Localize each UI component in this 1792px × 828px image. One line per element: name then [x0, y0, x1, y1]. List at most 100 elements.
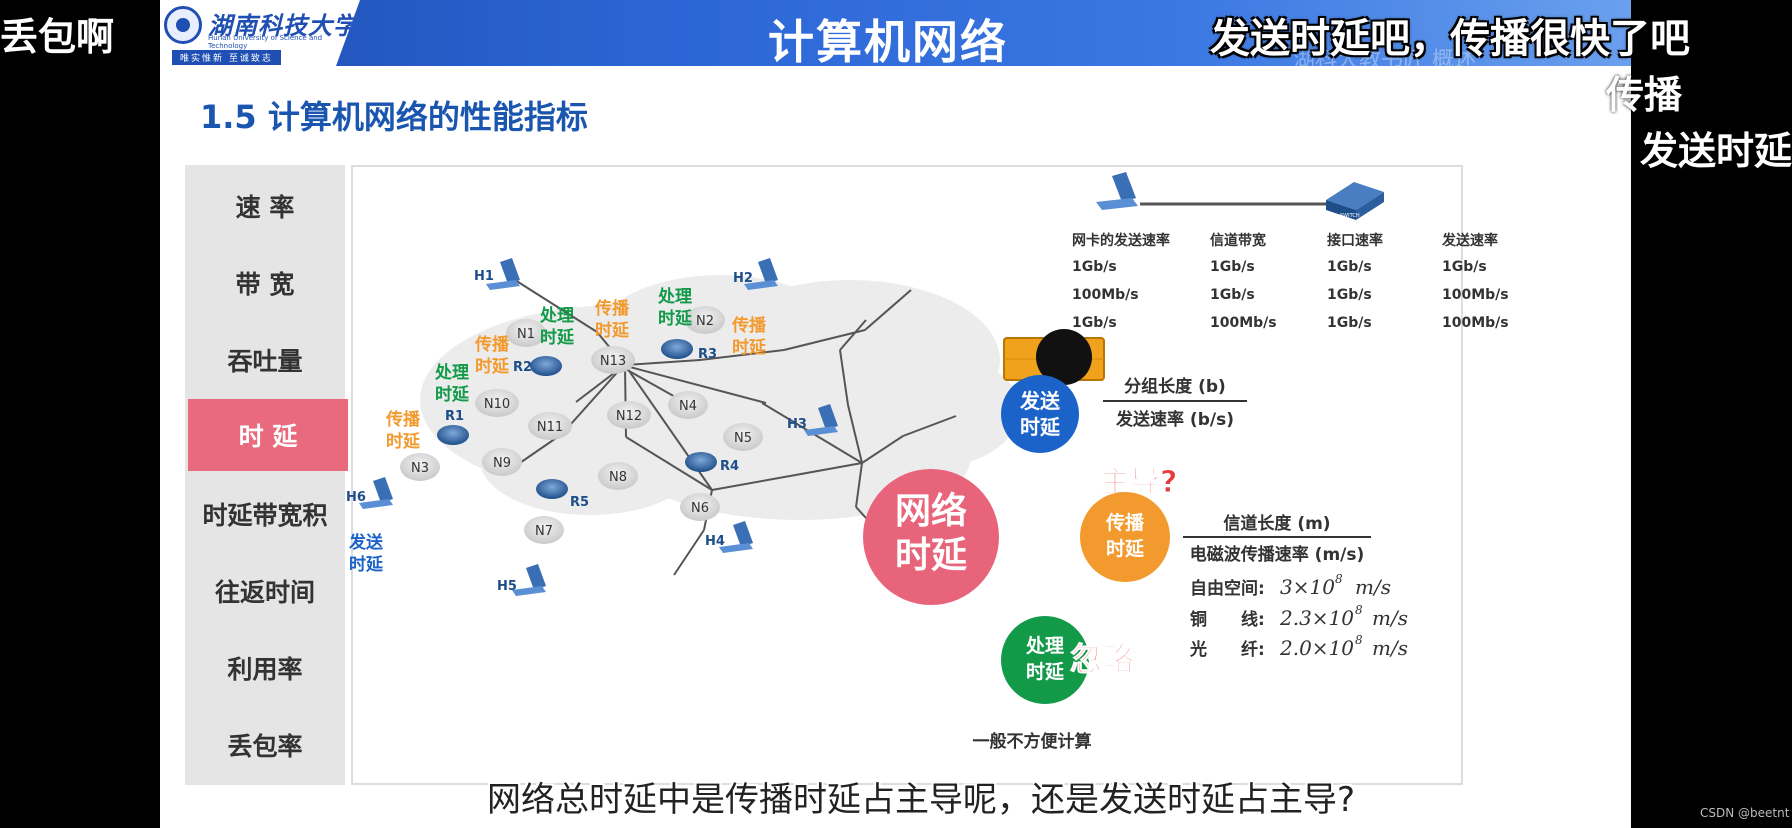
routers: R1 R2 R3 R4 R5	[437, 339, 739, 510]
ignore-label: 忽略	[1070, 640, 1135, 678]
host-h5-icon: H5	[497, 564, 546, 596]
propagation-delay-label: 传播时延	[1105, 512, 1144, 560]
router-r1-icon: R1	[437, 409, 469, 445]
nav-item-rate[interactable]: 速 率	[235, 193, 295, 222]
rate-header-send: 发送速率	[1441, 232, 1498, 249]
cloud-n4: N4	[668, 391, 708, 419]
svg-text:1Gb/s: 1Gb/s	[1327, 259, 1372, 275]
svg-text:3×10: 3×10	[1280, 575, 1335, 599]
svg-text:N12: N12	[616, 409, 642, 424]
processing-delay-circle	[1001, 616, 1089, 704]
svg-text:N13: N13	[600, 354, 626, 369]
router-r5-icon: R5	[536, 479, 589, 510]
nav-item-delay-bandwidth-product[interactable]: 时延带宽积	[202, 501, 328, 530]
label-processing-r3: 处理时延	[657, 286, 693, 329]
svg-text:N1: N1	[517, 327, 535, 342]
university-logo: 湖南科技大学 Hunan University of Science and T…	[160, 0, 360, 66]
svg-text:电磁波传播速率 (m/s): 电磁波传播速率 (m/s)	[1190, 544, 1365, 565]
cloud-n2: N2	[685, 306, 725, 334]
svg-text:发送速率 (b/s): 发送速率 (b/s)	[1115, 409, 1234, 430]
host-h6-icon: H6	[346, 477, 393, 509]
label-processing-r1: 处理时延	[434, 362, 470, 405]
router-r2-icon: R2	[513, 356, 562, 376]
svg-text:N3: N3	[411, 461, 429, 476]
watermark: 湖科大教书匠 概述	[1293, 48, 1476, 73]
nav-item-bandwidth[interactable]: 带 宽	[235, 270, 295, 299]
svg-text:R5: R5	[570, 495, 589, 510]
nav-item-utilization[interactable]: 利用率	[227, 655, 303, 684]
svg-text:1Gb/s: 1Gb/s	[1327, 315, 1372, 331]
svg-text:m/s: m/s	[1355, 575, 1391, 599]
pointer-blob	[1036, 329, 1092, 385]
svg-text:N11: N11	[537, 420, 563, 435]
rate-diagram: SWITCH	[1096, 172, 1384, 220]
svg-text:100Mb/s: 100Mb/s	[1072, 287, 1139, 303]
speed-copper: 铜 线: 2.3×10 8 m/s	[1190, 603, 1408, 630]
svg-text:H1: H1	[474, 269, 494, 284]
nav-item-throughput[interactable]: 吞吐量	[227, 347, 303, 376]
label-processing-r2: 处理时延	[539, 305, 575, 348]
cloud-n10: N10	[475, 389, 519, 417]
sending-formula: 分组长度 (b) 发送速率 (b/s)	[1103, 376, 1247, 430]
svg-text:N7: N7	[535, 524, 553, 539]
network-delay-labels: 处理时延 处理时延 处理时延 传播时延 传播时延 传播时延 传播时延 发送时延	[348, 286, 767, 575]
cloud-n13: N13	[591, 346, 635, 374]
hard-to-calculate-note: 一般不方便计算	[973, 731, 1092, 752]
propagation-speeds: 自由空间: 3×10 8 m/s 铜 线: 2.3×10 8 m/s 光 纤: …	[1189, 572, 1408, 660]
host-h1-icon: H1	[474, 258, 520, 290]
svg-text:自由空间:: 自由空间:	[1190, 578, 1265, 599]
svg-text:2.3×10: 2.3×10	[1279, 606, 1354, 630]
svg-text:R3: R3	[698, 347, 717, 362]
svg-text:光 纤:: 光 纤:	[1189, 639, 1265, 660]
right-caption-2: 发送时延	[1640, 129, 1792, 173]
svg-text:100Mb/s: 100Mb/s	[1442, 315, 1509, 331]
svg-text:H5: H5	[497, 579, 517, 594]
svg-text:m/s: m/s	[1372, 636, 1408, 660]
rate-header-bandwidth: 信道带宽	[1210, 232, 1266, 249]
svg-text:1Gb/s: 1Gb/s	[1210, 259, 1255, 275]
cloud-n9: N9	[482, 448, 522, 476]
svg-text:H4: H4	[705, 534, 725, 549]
rate-header-interface: 接口速率	[1327, 232, 1383, 249]
rate-table: 网卡的发送速率 信道带宽 接口速率 发送速率 1Gb/s 1Gb/s 1Gb/s…	[1072, 232, 1509, 331]
processing-delay-label: 处理时延	[1025, 635, 1064, 683]
university-motto: 唯实惟新 至诚致志	[172, 50, 281, 65]
svg-text:N2: N2	[696, 314, 714, 329]
university-emblem-icon	[164, 6, 202, 44]
right-caption-1: 传播	[1606, 73, 1683, 117]
router-r3-icon: R3	[661, 339, 717, 362]
nav-item-packet-loss[interactable]: 丢包率	[227, 732, 303, 761]
svg-text:2.0×10: 2.0×10	[1279, 636, 1354, 660]
sending-delay-label: 发送时延	[1012, 388, 1068, 440]
cloud-nodes: N1 N2 N3 N4 N5 N6 N7 N8 N9 N10 N11 N12 N…	[400, 306, 763, 544]
svg-text:1Gb/s: 1Gb/s	[1327, 287, 1372, 303]
left-edge-caption: 丢包啊	[0, 15, 115, 59]
svg-text:8: 8	[1355, 633, 1363, 647]
svg-text:R1: R1	[445, 409, 464, 424]
cloud-n3: N3	[400, 453, 440, 481]
label-propagation-n13: 传播时延	[594, 298, 630, 341]
svg-text:1Gb/s: 1Gb/s	[1442, 259, 1487, 275]
svg-text:m/s: m/s	[1372, 606, 1408, 630]
nav-item-rtt[interactable]: 往返时间	[214, 578, 315, 607]
cloud-n12: N12	[607, 401, 651, 429]
svg-text:1Gb/s: 1Gb/s	[1072, 315, 1117, 331]
svg-text:H3: H3	[787, 417, 807, 432]
svg-text:H6: H6	[346, 490, 366, 505]
network-cloud	[420, 275, 1020, 520]
network-delay-circle	[863, 469, 999, 605]
cloud-n11: N11	[528, 412, 572, 440]
host-h2-icon: H2	[733, 258, 778, 290]
svg-text:信道长度 (m): 信道长度 (m)	[1223, 513, 1330, 534]
svg-text:分组长度 (b): 分组长度 (b)	[1124, 376, 1226, 397]
svg-text:1Gb/s: 1Gb/s	[1072, 259, 1117, 275]
laptop-icon	[1096, 172, 1138, 210]
nav-item-delay[interactable]: 时 延	[188, 399, 348, 471]
cloud-n7: N7	[524, 516, 564, 544]
slide: 湖南科技大学 Hunan University of Science and T…	[160, 0, 1631, 828]
cloud-n5: N5	[723, 423, 763, 451]
svg-text:R4: R4	[720, 459, 739, 474]
university-name: 湖南科技大学	[208, 11, 358, 40]
svg-text:100Mb/s: 100Mb/s	[1210, 315, 1277, 331]
switch-icon: SWITCH	[1326, 182, 1384, 220]
